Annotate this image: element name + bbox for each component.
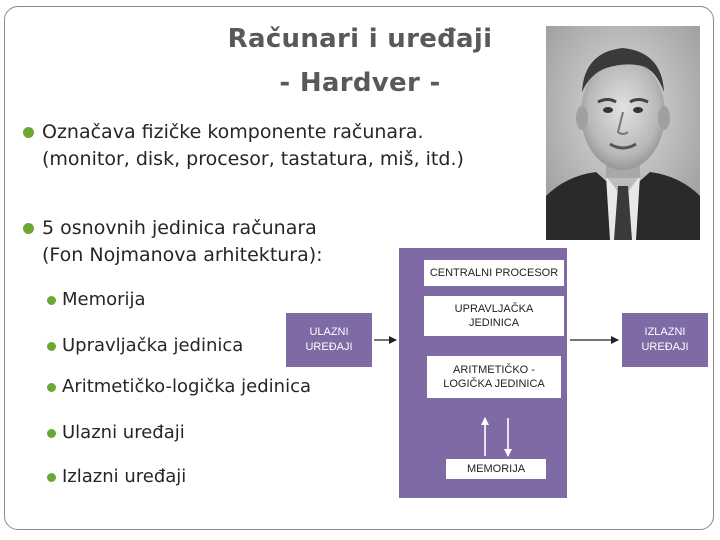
output-devices-label-line1: IZLAZNI — [644, 326, 686, 338]
bullet-text: 5 osnovnih jedinica računara — [42, 217, 317, 239]
output-devices-label-line2: UREĐAJI — [641, 341, 689, 353]
sub-bullet-output-devices: Izlazni uređaji — [47, 465, 187, 489]
bullet-text-cont: (monitor, disk, procesor, tastatura, miš… — [42, 148, 464, 170]
control-unit-label-line2: JEDINICA — [468, 317, 520, 329]
bullet-dot-icon — [23, 127, 34, 138]
bullet-text-cont: (Fon Nojmanova arhitektura): — [42, 244, 323, 266]
sub-bullet-control-unit: Upravljačka jedinica — [47, 334, 244, 358]
sub-bullet-text: Aritmetičko-logička jedinica — [62, 376, 311, 397]
output-devices-box: IZLAZNI UREĐAJI — [622, 313, 708, 367]
memory-box: MEMORIJA — [446, 459, 546, 479]
sub-bullet-text: Ulazni uređaji — [62, 422, 185, 443]
alu-label-line1: ARITMETIČKO - — [453, 364, 535, 376]
sub-bullet-text: Memorija — [62, 289, 146, 310]
bullet-hardware-definition: Označava fizičke komponente računara. (m… — [23, 119, 464, 173]
slide-title: Računari i uređaji — [227, 24, 493, 54]
control-unit-box: UPRAVLJAČKA JEDINICA — [424, 296, 564, 336]
bullet-text: Označava fizičke komponente računara. — [42, 121, 424, 143]
sub-bullet-text: Izlazni uređaji — [62, 466, 187, 487]
bullet-dot-icon — [47, 342, 56, 351]
input-devices-label-line1: ULAZNI — [309, 326, 349, 338]
bullet-dot-icon — [47, 296, 56, 305]
alu-label-line2: LOGIČKA JEDINICA — [443, 378, 545, 390]
input-devices-label-line2: UREĐAJI — [305, 341, 353, 353]
bullet-dot-icon — [47, 383, 56, 392]
alu-box: ARITMETIČKO - LOGIČKA JEDINICA — [427, 356, 561, 398]
bullet-dot-icon — [47, 473, 56, 482]
bullet-dot-icon — [23, 223, 34, 234]
slide-subtitle: - Hardver - — [279, 68, 441, 98]
sub-bullet-alu: Aritmetičko-logička jedinica — [47, 375, 311, 399]
sub-bullet-memory: Memorija — [47, 288, 146, 312]
bullet-dot-icon — [47, 429, 56, 438]
bullet-five-units: 5 osnovnih jedinica računara (Fon Nojman… — [23, 215, 323, 269]
portrait-photo-icon — [546, 26, 700, 240]
sub-bullet-text: Upravljačka jedinica — [62, 335, 244, 356]
cpu-label: CENTRALNI PROCESOR — [424, 260, 564, 286]
input-devices-box: ULAZNI UREĐAJI — [286, 313, 372, 367]
control-unit-label-line1: UPRAVLJAČKA — [454, 303, 534, 315]
sub-bullet-input-devices: Ulazni uređaji — [47, 421, 185, 445]
